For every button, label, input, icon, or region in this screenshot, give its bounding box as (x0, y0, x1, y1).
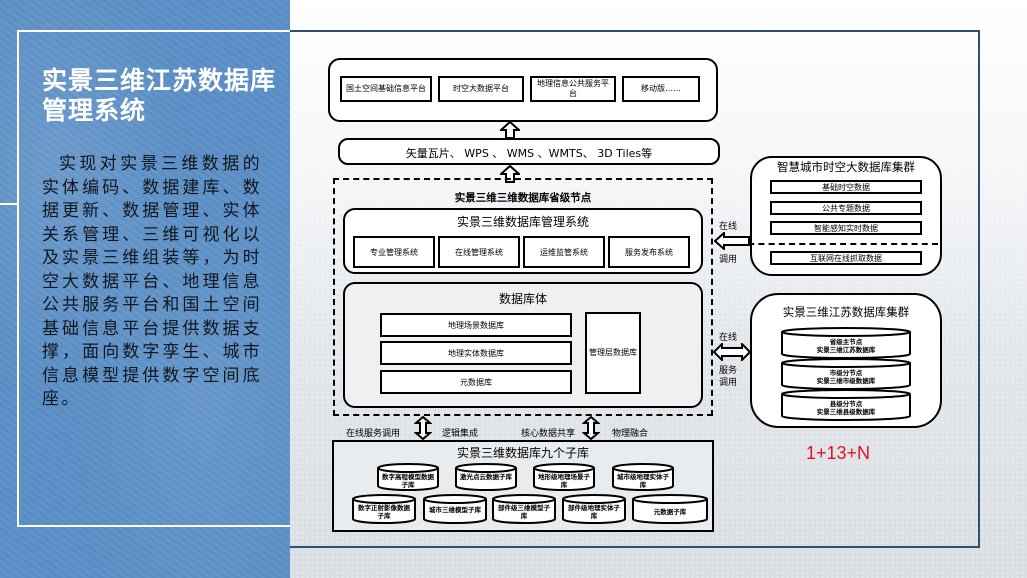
cluster-node-cylinder: 县级分节点 实景三维县级数据库 (780, 389, 912, 421)
double-vertical-arrow-icon (414, 416, 432, 440)
service-protocols-bar (338, 138, 720, 165)
up-arrow-icon (500, 165, 520, 183)
relation-label-physical-fusion: 物理融合 (612, 429, 649, 439)
db-management-layer: 管理层数据库 (585, 312, 641, 394)
connector-label-service: 服务 (719, 366, 738, 376)
cluster-node-label: 县级分节点 实景三维县级数据库 (784, 400, 908, 416)
service-protocols-text: 矢量瓦片、 WPS 、 WMS 、WMTS、 3D Tiles等 (405, 147, 653, 160)
db-geo-entity: 地理实体数据库 (380, 341, 572, 365)
cluster-node-level: 市级分节点 (829, 369, 863, 377)
app-spatiotemporal-platform: 时空大数据平台 (438, 76, 524, 102)
db-metadata: 元数据库 (380, 370, 572, 394)
cluster-node-db: 实景三维县级数据库 (816, 408, 876, 416)
sub-library-cylinder: 部件级三维模型子库 (491, 494, 557, 524)
database-body-title: 数据库体 (498, 292, 547, 306)
left-panel-divider (0, 203, 17, 205)
smart-item-internet-crawled: 互联网在线抓取数据 (770, 251, 922, 265)
sub-library-cylinder: 城市三维模型子库 (422, 494, 488, 524)
subsystem-professional: 专业管理系统 (353, 236, 435, 268)
sub-library-cylinder: 数字高程模型数据子库 (376, 463, 440, 491)
app-mobile: 移动版…… (622, 76, 700, 102)
relation-label-core-data-sharing: 核心数据共享 (521, 429, 576, 439)
slide-description: 实现对实景三维数据的实体编码、数据建库、数据更新、数据管理、实体关系管理、三维可… (42, 154, 262, 409)
left-panel-background (0, 0, 290, 578)
smart-item-basic-spatiotemporal: 基础时空数据 (770, 180, 922, 194)
sub-library-label: 激光点云数据子库 (460, 473, 512, 481)
cluster-node-cylinder: 省级主节点 实景三维江苏数据库 (780, 327, 912, 359)
provincial-node-title: 实景三维三维数据库省级节点 (454, 192, 592, 204)
subsystem-operations: 运维监管系统 (523, 236, 605, 268)
smart-cluster-divider (738, 243, 938, 245)
app-geoinfo-service-platform: 地理信息公共服务平台 (530, 76, 616, 102)
cluster-node-db: 实景三维市级数据库 (816, 377, 876, 385)
slide-title: 实景三维江苏数据库管理系统 (42, 66, 277, 125)
sub-library-cylinder: 元数据子库 (631, 494, 709, 524)
cluster-node-level: 县级分节点 (829, 400, 863, 408)
subsystem-service-publish: 服务发布系统 (608, 236, 690, 268)
sub-library-label: 元数据子库 (653, 508, 687, 516)
subsystem-online: 在线管理系统 (438, 236, 520, 268)
provincial-node-container (333, 178, 713, 416)
connector-label-invoke: 调用 (719, 255, 738, 265)
double-horizontal-arrow-icon (713, 343, 751, 361)
smart-city-cluster-title: 智慧城市时空大数据库集群 (777, 160, 915, 174)
cluster-node-label: 市级分节点 实景三维市级数据库 (784, 369, 908, 385)
sub-library-cylinder: 城市级地理实体子库 (611, 463, 675, 491)
app-territorial-platform: 国土空间基础信息平台 (340, 76, 432, 102)
sub-library-label: 部件级三维模型子库 (498, 504, 550, 520)
connector-label-online: 在线 (719, 333, 738, 343)
sub-library-label: 部件级地理实体子库 (568, 504, 620, 520)
cluster-node-db: 实景三维江苏数据库 (816, 346, 876, 354)
sub-library-label: 数字正射影像数据子库 (358, 504, 410, 520)
relation-label-online-service: 在线服务调用 (346, 429, 401, 439)
node-count-label: 1+13+N (806, 443, 871, 463)
connector-label-invoke: 调用 (719, 378, 738, 388)
cluster-node-cylinder: 市级分节点 实景三维市级数据库 (780, 358, 912, 390)
sub-library-label: 地形级地理场景子库 (538, 473, 590, 489)
sub-library-cylinder: 地形级地理场景子库 (532, 463, 596, 491)
left-arrow-icon (714, 232, 750, 250)
double-vertical-arrow-icon (582, 416, 600, 440)
cluster-node-label: 省级主节点 实景三维江苏数据库 (784, 338, 908, 354)
sub-library-cylinder: 激光点云数据子库 (454, 463, 518, 491)
db-geo-scene: 地理场景数据库 (380, 313, 572, 337)
sub-libraries-title: 实景三维数据库九个子库 (456, 446, 589, 460)
left-panel-frame (17, 30, 290, 527)
smart-item-public-thematic: 公共专题数据 (770, 201, 922, 215)
smart-item-realtime-sensing: 智能感知实时数据 (770, 221, 922, 235)
jiangsu-cluster-title: 实景三维江苏数据库集群 (782, 305, 910, 319)
cluster-node-level: 省级主节点 (829, 338, 863, 346)
up-arrow-icon (500, 121, 520, 139)
sub-library-label: 数字高程模型数据子库 (382, 473, 434, 489)
sub-library-label: 城市三维模型子库 (429, 506, 481, 514)
diagram-frame (290, 30, 980, 548)
management-system-title: 实景三维数据库管理系统 (456, 215, 589, 229)
connector-label-online: 在线 (719, 222, 738, 232)
sub-library-cylinder: 数字正射影像数据子库 (351, 494, 417, 524)
relation-label-logical-integration: 逻辑集成 (442, 429, 479, 439)
sub-library-label: 城市级地理实体子库 (617, 473, 669, 489)
sub-library-cylinder: 部件级地理实体子库 (561, 494, 627, 524)
